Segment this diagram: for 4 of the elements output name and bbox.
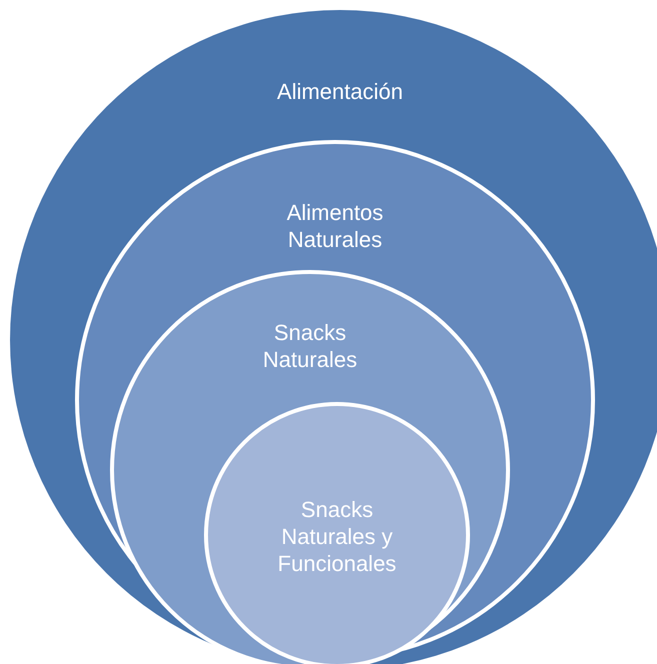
circle-label: Alimentación bbox=[276, 78, 404, 105]
circle-label: Snacks Naturales bbox=[262, 319, 358, 373]
circle-label: Alimentos Naturales bbox=[286, 199, 384, 253]
circle-label: Snacks Naturales y Funcionales bbox=[276, 496, 398, 577]
